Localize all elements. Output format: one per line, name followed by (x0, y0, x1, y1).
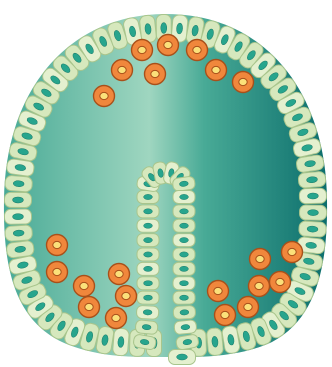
epithelial-cell-icon (172, 176, 196, 192)
free-cell-icon (106, 308, 127, 329)
epithelial-cell-icon (5, 175, 33, 192)
epithelial-cell-icon (169, 350, 196, 365)
free-cell-icon (249, 276, 270, 297)
epithelial-cell-icon (299, 188, 326, 204)
free-cell-icon (215, 305, 236, 326)
epithelial-cell-icon (137, 205, 159, 218)
epithelial-cell-icon (137, 262, 159, 275)
epithelial-cell-icon (173, 291, 195, 304)
epithelial-cell-icon (174, 320, 197, 335)
epithelial-cell-icon (5, 225, 33, 242)
free-cell-icon (132, 40, 153, 61)
epithelial-cell-icon (137, 277, 159, 290)
epithelial-cell-icon (112, 328, 129, 356)
epithelial-cell-icon (137, 190, 159, 203)
epithelial-cell-icon (137, 291, 159, 304)
epithelial-cell-icon (173, 205, 195, 218)
free-cell-icon (79, 297, 100, 318)
free-cell-icon (208, 281, 229, 302)
epithelial-cell-icon (4, 192, 31, 207)
free-cell-icon (270, 272, 291, 293)
epithelial-cell-icon (173, 219, 195, 232)
epithelial-cell-icon (136, 305, 159, 319)
free-cell-icon (116, 286, 137, 307)
epithelial-cell-icon (173, 262, 195, 275)
epithelial-cell-icon (298, 171, 326, 188)
epithelial-cell-icon (173, 190, 195, 203)
free-cell-icon (74, 276, 95, 297)
free-cell-icon (94, 86, 115, 107)
epithelial-cell-icon (173, 305, 196, 319)
epithelial-cell-icon (135, 320, 158, 335)
epithelial-cell-icon (137, 219, 159, 232)
free-cell-icon (112, 60, 133, 81)
free-cell-icon (158, 35, 179, 56)
epithelial-cell-icon (299, 221, 327, 238)
epithelial-cell-icon (137, 248, 159, 261)
free-cell-icon (187, 40, 208, 61)
free-cell-icon (109, 264, 130, 285)
epithelial-cell-icon (173, 277, 195, 290)
epithelial-cell-icon (299, 205, 326, 220)
epithelial-cell-icon (4, 209, 31, 224)
epithelial-cell-icon (173, 234, 195, 247)
free-cell-icon (238, 297, 259, 318)
epithelial-cell-icon (137, 234, 159, 247)
epithelial-cell-icon (6, 240, 35, 258)
epithelial-cell-icon (173, 248, 195, 261)
epithelial-cell-icon (206, 328, 223, 356)
free-cell-icon (250, 249, 271, 270)
free-cell-icon (206, 60, 227, 81)
free-cell-icon (47, 262, 68, 283)
free-cell-icon (47, 235, 68, 256)
free-cell-icon (233, 72, 254, 93)
free-cell-icon (282, 242, 303, 263)
free-cell-icon (145, 64, 166, 85)
